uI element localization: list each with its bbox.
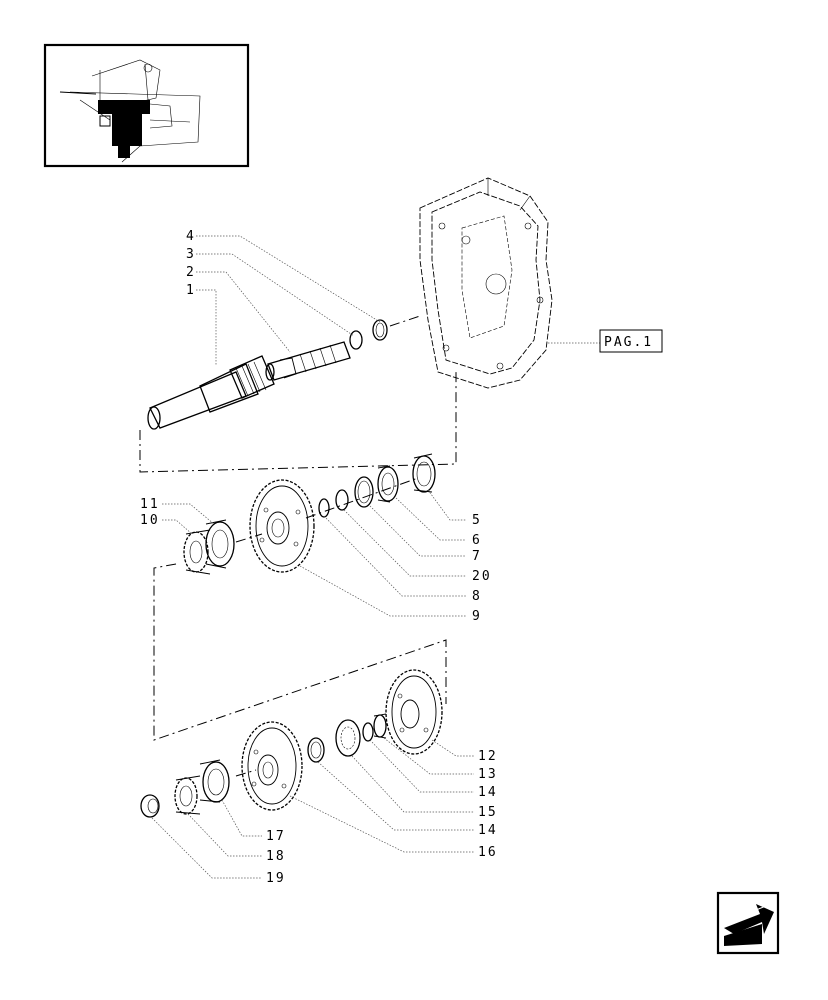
bearing-11 [205,519,235,569]
cap-19 [140,794,160,818]
callout-12: 12 [478,749,498,764]
bushing-13 [373,713,387,739]
assembly-bracket-2 [153,563,447,741]
callout-7: 7 [472,549,482,564]
gear-12 [385,669,443,755]
bearing-6 [377,465,399,503]
callout-14b: 14 [478,823,498,838]
assembly-axis-1 [389,315,421,327]
ring-14a [362,722,374,742]
assembly-axis-3 [235,769,257,777]
callout-6: 6 [472,533,482,548]
gear-9 [249,479,315,573]
callout-8: 8 [472,589,482,604]
callout-2: 2 [186,265,196,280]
gear-18 [174,775,201,815]
snap-ring-20 [335,489,349,511]
callout-15: 15 [478,805,498,820]
locator-thumbnail[interactable] [43,43,250,168]
callout-13: 13 [478,767,498,782]
callout-14a: 14 [478,785,498,800]
snap-ring-3 [349,330,363,350]
snap-ring-8 [318,498,330,518]
assembly-axis-2a [235,533,263,543]
callout-16: 16 [478,845,498,860]
callout-11: 11 [140,497,160,512]
thumbnail-drawing [59,59,201,163]
splined-shaft [265,341,351,381]
ring-7 [354,476,374,508]
bushing-5 [412,453,436,493]
assembly-bracket-1 [139,372,457,473]
transmission-housing [419,177,553,389]
ring-14b [307,737,325,763]
callout-4: 4 [186,229,196,244]
leader-lines [151,235,474,879]
page-reference-label: PAG.1 [604,335,653,350]
bearing-17 [199,759,230,803]
callout-10: 10 [140,513,160,528]
callout-5: 5 [472,513,482,528]
assembly-axis-2b [305,477,419,519]
callout-3: 3 [186,247,196,262]
callout-19: 19 [266,871,286,886]
callout-17: 17 [266,829,286,844]
gear-16 [241,721,303,811]
callout-labels: 4 3 2 1 5 6 7 20 8 9 11 10 12 13 14 15 1… [140,229,498,886]
callout-18: 18 [266,849,286,864]
back-arrow-icon[interactable] [716,891,780,955]
bearing-15 [335,719,361,757]
callout-20: 20 [472,569,492,584]
snap-ring-4 [372,319,388,341]
callout-9: 9 [472,609,482,624]
page-reference[interactable]: PAG.1 [548,329,663,353]
input-shaft [147,355,275,430]
callout-1: 1 [186,283,196,298]
gear-10 [183,529,211,575]
